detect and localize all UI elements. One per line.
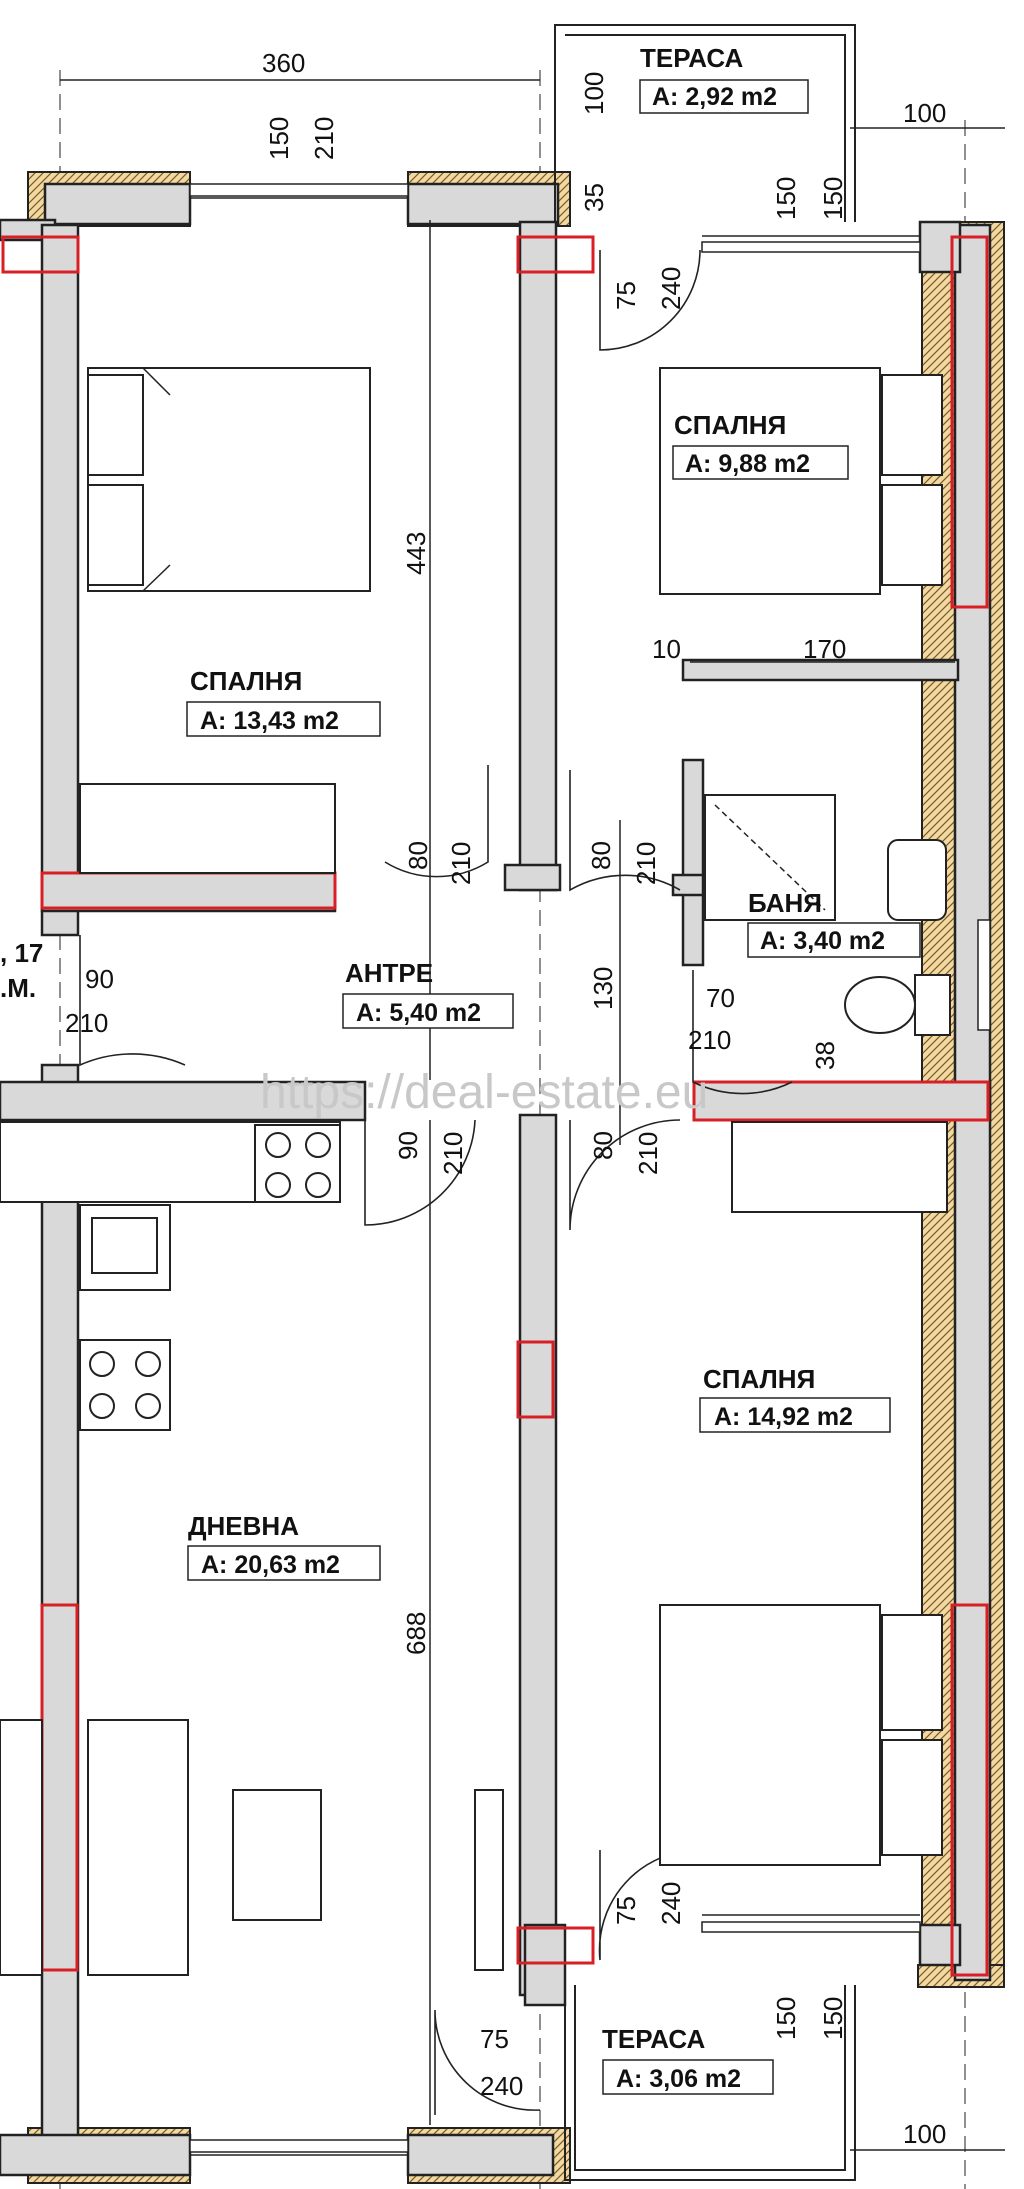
svg-text:170: 170	[803, 634, 846, 664]
svg-text:A: 13,43 m2: A: 13,43 m2	[200, 707, 339, 735]
svg-text:75: 75	[480, 2024, 509, 2054]
svg-text:240: 240	[480, 2071, 523, 2101]
svg-text:210: 210	[65, 1008, 108, 1038]
svg-text:АНТРЕ: АНТРЕ	[345, 958, 433, 988]
svg-text:A: 3,40 m2: A: 3,40 m2	[760, 927, 885, 955]
svg-text:90: 90	[85, 964, 114, 994]
svg-text:ДНЕВНА: ДНЕВНА	[188, 1511, 299, 1541]
svg-text:100: 100	[903, 2119, 946, 2149]
svg-text:240: 240	[656, 267, 686, 310]
svg-text:35: 35	[579, 183, 609, 212]
svg-text:A: 2,92 m2: A: 2,92 m2	[652, 83, 777, 111]
svg-text:СПАЛНЯ: СПАЛНЯ	[703, 1364, 815, 1394]
dimension-lines	[60, 79, 1005, 2151]
svg-text:443: 443	[401, 532, 431, 575]
svg-text:80: 80	[588, 1131, 618, 1160]
svg-text:360: 360	[262, 48, 305, 78]
svg-text:100: 100	[579, 72, 609, 115]
svg-text:210: 210	[309, 117, 339, 160]
svg-text:100: 100	[903, 98, 946, 128]
room-label-bedroom-br: СПАЛНЯ A: 14,92 m2	[699, 1364, 891, 1433]
svg-text:70: 70	[706, 983, 735, 1013]
svg-text:210: 210	[438, 1132, 468, 1175]
svg-text:240: 240	[656, 1882, 686, 1925]
watermark: https://deal-estate.eu	[260, 1066, 708, 1119]
svg-text:150: 150	[264, 117, 294, 160]
room-label-living: ДНЕВНА A: 20,63 m2	[187, 1511, 381, 1581]
svg-text:A: 3,06 m2: A: 3,06 m2	[616, 2065, 741, 2093]
svg-text:ТЕРАСА: ТЕРАСА	[640, 43, 744, 73]
svg-text:210: 210	[633, 1132, 663, 1175]
room-label-bedroom-tl: СПАЛНЯ A: 13,43 m2	[186, 666, 381, 737]
room-label-terrace-bot: ТЕРАСА A: 3,06 m2	[602, 2024, 774, 2095]
furniture	[0, 367, 951, 1976]
svg-text:210: 210	[688, 1025, 731, 1055]
svg-text:150: 150	[771, 177, 801, 220]
svg-text:210: 210	[446, 842, 476, 885]
svg-text:СПАЛНЯ: СПАЛНЯ	[190, 666, 302, 696]
svg-text:150: 150	[818, 177, 848, 220]
svg-text:ТЕРАСА: ТЕРАСА	[602, 2024, 706, 2054]
fragment-left-1: , 17	[0, 938, 43, 968]
room-label-terrace-top: ТЕРАСА A: 2,92 m2	[639, 43, 809, 114]
svg-text:10: 10	[652, 634, 681, 664]
svg-text:БАНЯ: БАНЯ	[748, 888, 822, 918]
fragment-left-2: .М.	[0, 973, 36, 1003]
walls	[0, 182, 992, 2177]
windows	[189, 183, 991, 2156]
room-label-bedroom-tr: СПАЛНЯ A: 9,88 m2	[672, 410, 849, 480]
svg-text:90: 90	[393, 1131, 423, 1160]
room-label-hall: АНТРЕ A: 5,40 m2	[342, 958, 514, 1029]
svg-text:688: 688	[401, 1612, 431, 1655]
svg-text:80: 80	[403, 841, 433, 870]
room-label-bathroom: БАНЯ A: 3,40 m2	[747, 888, 921, 958]
svg-text:75: 75	[611, 281, 641, 310]
svg-text:75: 75	[611, 1896, 641, 1925]
svg-text:150: 150	[818, 1997, 848, 2040]
svg-text:A: 5,40 m2: A: 5,40 m2	[356, 999, 481, 1027]
svg-text:38: 38	[810, 1041, 840, 1070]
svg-text:СПАЛНЯ: СПАЛНЯ	[674, 410, 786, 440]
svg-text:150: 150	[771, 1997, 801, 2040]
svg-text:A: 9,88 m2: A: 9,88 m2	[685, 450, 810, 478]
dimension-numbers: 360 150 210 100 35 100 150 150 75 240 44…	[65, 48, 946, 2149]
terraces	[554, 24, 856, 2181]
svg-text:A: 14,92 m2: A: 14,92 m2	[714, 1403, 853, 1431]
svg-text:130: 130	[588, 967, 618, 1010]
svg-text:210: 210	[631, 842, 661, 885]
svg-text:A: 20,63 m2: A: 20,63 m2	[201, 1551, 340, 1579]
svg-text:80: 80	[586, 841, 616, 870]
